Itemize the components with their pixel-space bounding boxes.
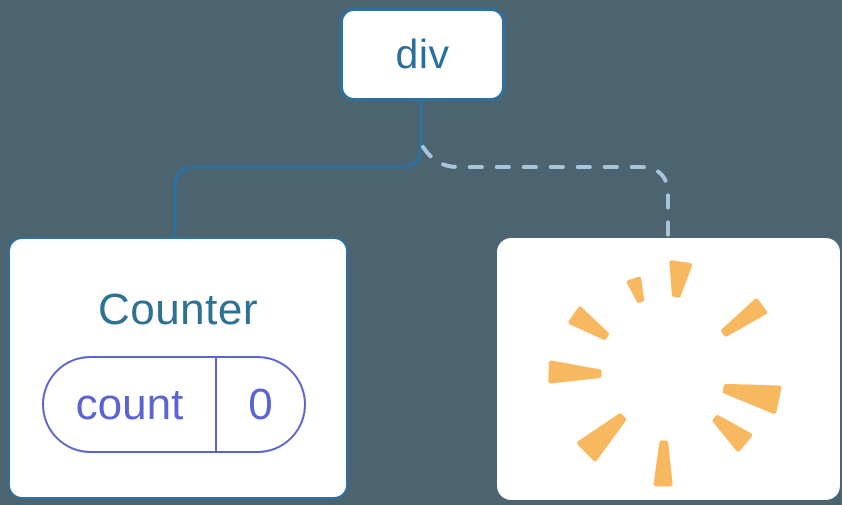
- node-removed: [497, 238, 840, 500]
- poof-ray: [669, 260, 693, 298]
- connector-solid-line: [173, 97, 423, 240]
- poof-ray: [577, 413, 627, 462]
- node-div-label: div: [395, 31, 450, 77]
- poof-ray: [722, 383, 782, 414]
- state-pill-divider: [215, 358, 217, 451]
- poof-ray: [653, 440, 673, 487]
- poof-ray: [626, 276, 645, 303]
- poof-burst-icon: [548, 260, 782, 487]
- state-pill: count 0: [42, 356, 306, 453]
- poof-ray: [548, 360, 602, 384]
- node-div: div: [340, 8, 505, 101]
- poof-ray: [721, 298, 768, 337]
- poof-ray: [712, 415, 753, 452]
- poof-ray: [568, 306, 609, 340]
- node-counter-title: Counter: [97, 285, 259, 334]
- state-value-label: 0: [248, 379, 273, 429]
- node-counter: Counter count 0: [8, 237, 348, 499]
- state-key-label: count: [75, 379, 184, 429]
- connector-dashed-line: [421, 145, 670, 241]
